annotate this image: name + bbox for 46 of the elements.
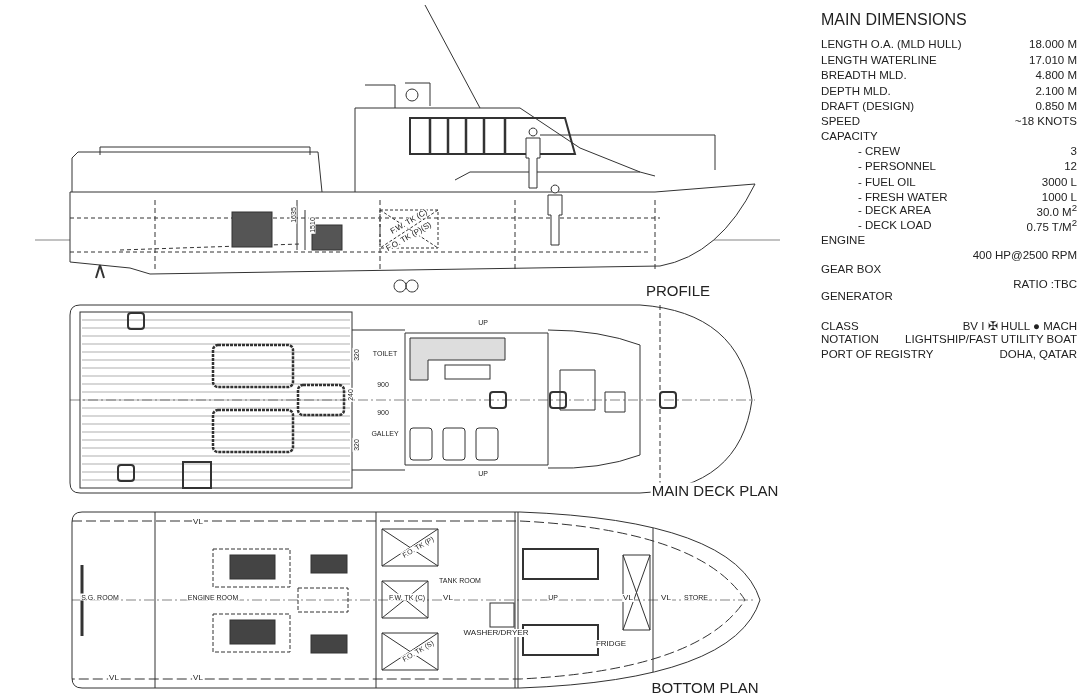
spec-value: 3 xyxy=(1069,146,1078,158)
drawing-label: VL xyxy=(442,594,454,602)
section-heading: MAIN DIMENSIONS xyxy=(820,12,968,28)
spec-value: 12 xyxy=(1063,161,1078,173)
spec-label: CLASS xyxy=(820,321,860,333)
spec-label: GEAR BOX xyxy=(820,264,883,276)
spec-label: SPEED xyxy=(820,116,861,128)
drawing-label: VL xyxy=(622,594,634,602)
spec-label: BREADTH MLD. xyxy=(820,70,908,82)
spec-label: DEPTH MLD. xyxy=(820,86,892,98)
spec-value: 30.0 M$^{2}$ xyxy=(1035,203,1078,219)
spec-label: GENERATOR xyxy=(820,291,894,303)
drawing-label: FRIDGE xyxy=(594,640,628,648)
spec-label: - FUEL OIL xyxy=(857,177,917,189)
spec-label: - FRESH WATER xyxy=(857,192,949,204)
view-title: MAIN DECK PLAN xyxy=(650,482,780,498)
drawing-label: VL xyxy=(192,674,204,682)
spec-label: ENGINE xyxy=(820,235,867,247)
spec-value: 2.100 M xyxy=(1034,86,1078,98)
spec-label: LENGTH WATERLINE xyxy=(820,55,938,67)
spec-label: LENGTH O.A. (MLD HULL) xyxy=(820,39,963,51)
drawing-label: VL xyxy=(660,594,672,602)
spec-label: - PERSONNEL xyxy=(857,161,937,173)
spec-value: DOHA, QATAR xyxy=(998,349,1078,361)
spec-value: BV I ✠ HULL ● MACH xyxy=(961,321,1078,333)
spec-value: 0.850 M xyxy=(1034,101,1078,113)
spec-value: 4.800 M xyxy=(1034,70,1078,82)
spec-label: CAPACITY xyxy=(820,131,879,143)
spec-value: LIGHTSHIP/FAST UTILITY BOAT xyxy=(904,334,1078,346)
spec-value: 400 HP@2500 RPM xyxy=(971,250,1078,262)
spec-label: - CREW xyxy=(857,146,902,158)
spec-value: 0.75 T/M$^{2}$ xyxy=(1025,218,1078,234)
spec-value: ~18 KNOTS xyxy=(1013,116,1078,128)
drawing-label: WASHER/DRYER xyxy=(462,629,530,637)
spec-label: PORT OF REGISTRY xyxy=(820,349,935,361)
spec-value: 1000 L xyxy=(1040,192,1078,204)
spec-label: DRAFT (DESIGN) xyxy=(820,101,916,113)
spec-label: NOTATION xyxy=(820,334,880,346)
spec-value: 17.010 M xyxy=(1028,55,1078,67)
spec-label: - DECK LOAD xyxy=(857,220,933,232)
drawing-label: VL xyxy=(192,518,204,526)
spec-value: 3000 L xyxy=(1040,177,1078,189)
spec-value: RATIO :TBC xyxy=(1012,279,1078,291)
drawing-label: VL xyxy=(108,674,120,682)
spec-label: - DECK AREA xyxy=(857,205,932,217)
spec-value: 18.000 M xyxy=(1028,39,1078,51)
